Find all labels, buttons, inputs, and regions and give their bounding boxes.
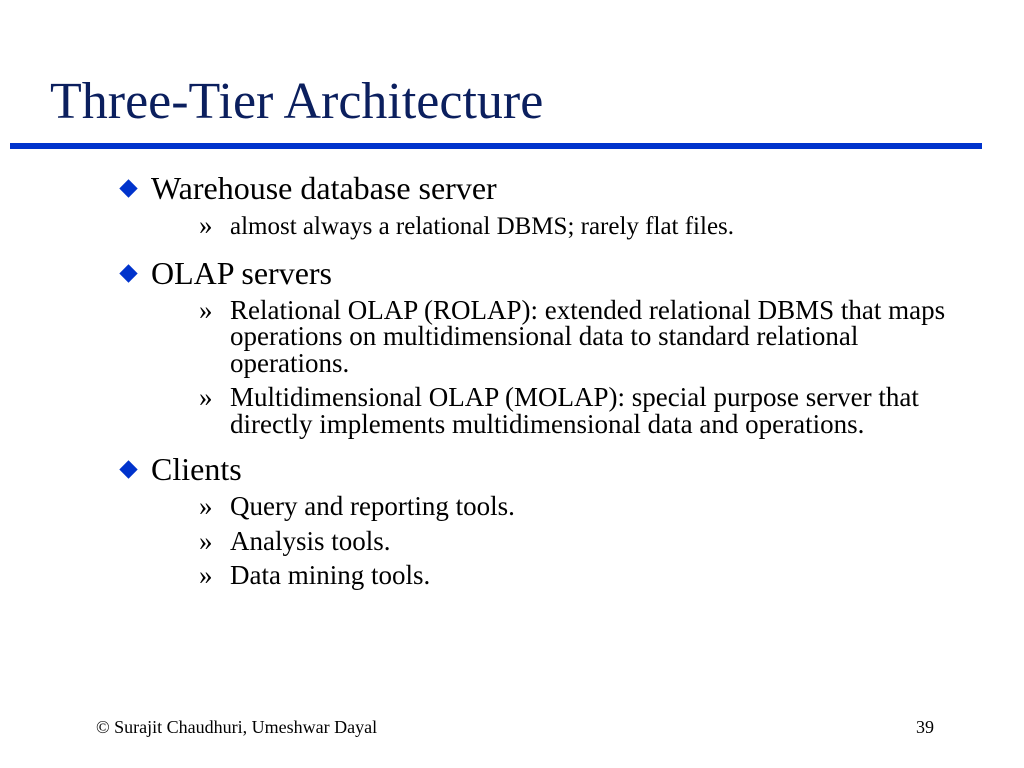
sub-item-text: Query and reporting tools. [230, 491, 515, 521]
sub-item-text: Relational OLAP (ROLAP): extended relati… [230, 294, 946, 378]
sub-item: » Multidimensional OLAP (MOLAP): special… [151, 384, 958, 437]
footer-copyright: © Surajit Chaudhuri, Umeshwar Dayal [96, 717, 378, 737]
diamond-bullet-icon [119, 179, 138, 198]
bullet-text: Clients [151, 451, 242, 487]
footer-page-number: 39 [916, 717, 934, 737]
bullet-olap-servers: OLAP servers » Relational OLAP (ROLAP): … [118, 255, 958, 438]
bullet-text: OLAP servers [151, 254, 332, 291]
diamond-bullet-icon [119, 460, 138, 479]
bullet-clients: Clients » Query and reporting tools. » A… [118, 451, 958, 589]
bullet-warehouse-server: Warehouse database server » almost alway… [118, 170, 958, 241]
raquo-bullet-icon: » [199, 294, 213, 325]
sub-item: » almost always a relational DBMS; rarel… [151, 212, 958, 241]
sub-list: » Relational OLAP (ROLAP): extended rela… [151, 294, 958, 438]
raquo-bullet-icon: » [199, 382, 213, 412]
raquo-bullet-icon: » [199, 525, 213, 556]
raquo-bullet-icon: » [199, 491, 213, 521]
sub-item: » Analysis tools. [151, 525, 958, 556]
sub-item-text: Analysis tools. [230, 525, 391, 556]
sub-item: » Query and reporting tools. [151, 493, 958, 520]
raquo-bullet-icon: » [199, 210, 213, 240]
sub-item-text: Multidimensional OLAP (MOLAP): special p… [230, 382, 919, 439]
sub-item: » Data mining tools. [151, 562, 958, 589]
diamond-bullet-icon [119, 263, 138, 283]
sub-item-text: almost always a relational DBMS; rarely … [230, 213, 735, 240]
slide-title: Three-Tier Architecture [50, 73, 544, 130]
sub-item-text: Data mining tools. [230, 560, 431, 590]
sub-list: » Query and reporting tools. » Analysis … [151, 493, 958, 589]
title-underline [10, 143, 982, 149]
slide-content: Warehouse database server » almost alway… [118, 170, 958, 589]
bullet-text: Warehouse database server [151, 170, 497, 206]
sub-list: » almost always a relational DBMS; rarel… [151, 212, 958, 241]
sub-item: » Relational OLAP (ROLAP): extended rela… [151, 294, 958, 378]
raquo-bullet-icon: » [199, 560, 213, 590]
